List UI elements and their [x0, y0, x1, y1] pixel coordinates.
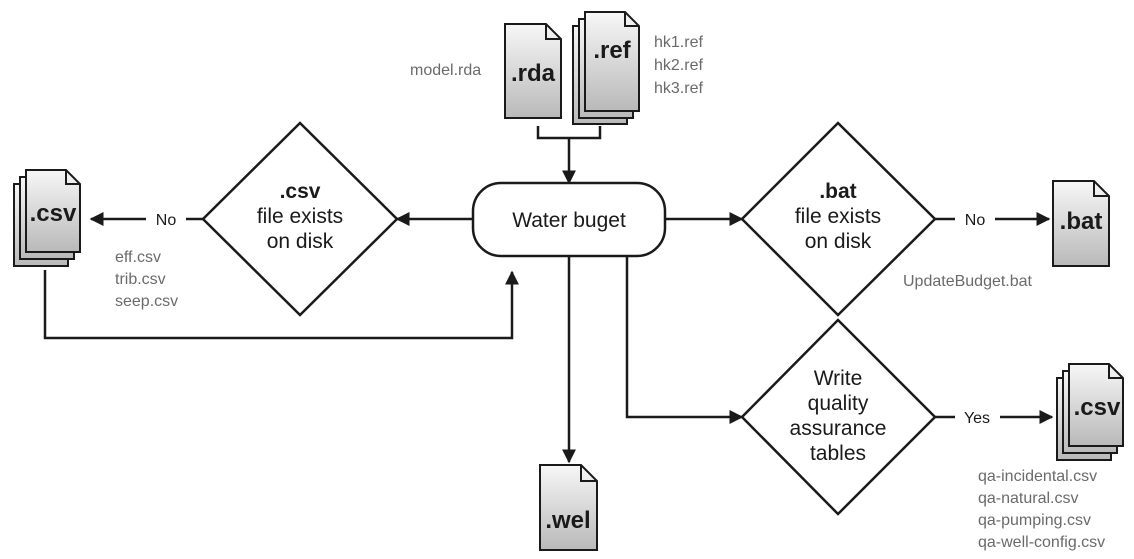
bat-decision: .bat file exists on disk — [740, 121, 937, 317]
rda-file-ext: .rda — [511, 60, 556, 87]
qa-decision-line4: tables — [810, 442, 866, 465]
csv-input-file-name: seep.csv — [115, 293, 178, 310]
ref-file-name: hk3.ref — [654, 80, 703, 97]
ref-file-name: hk1.ref — [654, 34, 703, 51]
connectors — [43, 126, 1054, 464]
rda-file-caption: model.rda — [410, 62, 481, 79]
qa-csv-file-stack-icon: .csv — [1056, 363, 1124, 461]
bat-file-caption: UpdateBudget.bat — [903, 273, 1033, 290]
qa-csv-file-name: qa-natural.csv — [978, 490, 1079, 507]
arrow-csv-loop-back — [43, 270, 519, 340]
edge-label-csv-no: No — [156, 212, 177, 229]
qa-csv-file-name: qa-well-config.csv — [978, 534, 1105, 551]
qa-decision: Write quality assurance tables — [740, 318, 937, 516]
bat-decision-ext: .bat — [819, 180, 856, 203]
qa-csv-file-name: qa-incidental.csv — [978, 468, 1097, 485]
csv-decision-line3: on disk — [267, 230, 334, 253]
bat-decision-line2: file exists — [795, 205, 881, 228]
ref-file-stack-icon: .ref — [572, 11, 640, 125]
csv-input-file-name: eff.csv — [115, 249, 161, 266]
qa-decision-line3: assurance — [790, 417, 887, 440]
arrow-center-to-qa-decision — [625, 256, 744, 424]
wel-file-ext: .wel — [545, 507, 590, 534]
bat-file-icon: .bat — [1052, 180, 1110, 267]
qa-decision-line1: Write — [814, 367, 863, 390]
water-budget-node: Water buget — [471, 181, 667, 258]
ref-file-name: hk2.ref — [654, 57, 703, 74]
csv-input-file-stack-icon: .csv — [13, 169, 81, 267]
edge-label-bat-no: No — [965, 212, 986, 229]
csv-decision: .csv file exists on disk — [201, 121, 399, 317]
input-bracket — [536, 126, 602, 140]
csv-input-file-name: trib.csv — [115, 271, 166, 288]
wel-file-icon: .wel — [539, 464, 598, 551]
qa-csv-file-ext: .csv — [1074, 394, 1121, 421]
bat-decision-line3: on disk — [805, 230, 872, 253]
csv-decision-ext: .csv — [280, 180, 321, 203]
ref-file-ext: .ref — [593, 37, 631, 64]
bat-file-ext: .bat — [1060, 208, 1103, 235]
edge-label-qa-yes: Yes — [964, 410, 990, 427]
csv-input-file-ext: .csv — [30, 200, 77, 227]
csv-decision-line2: file exists — [257, 205, 343, 228]
qa-csv-file-name: qa-pumping.csv — [978, 512, 1091, 529]
rda-file-icon: .rda — [504, 23, 562, 119]
water-budget-label: Water buget — [512, 209, 626, 232]
qa-decision-line2: quality — [808, 392, 869, 415]
